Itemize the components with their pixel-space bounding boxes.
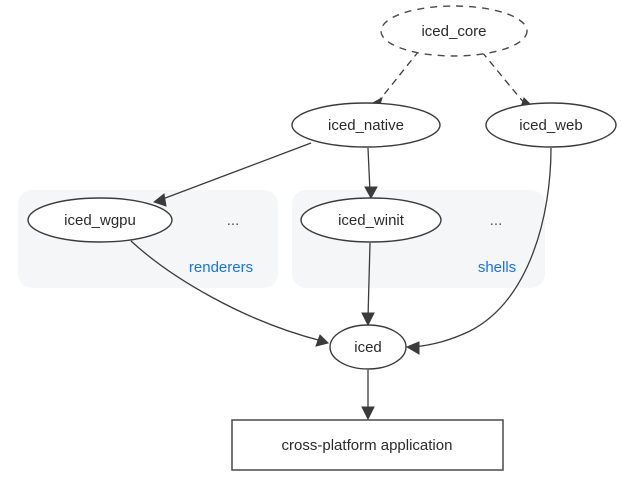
edge-iced-native-to-iced-winit [364,147,378,200]
edge-iced-to-application [361,370,375,421]
edge-iced-web-to-iced [405,147,552,355]
shells-ellipsis-label: ... [490,212,503,229]
edge-iced-wgpu-to-iced-arrow [315,334,329,347]
node-iced-ellipse[interactable] [329,324,407,370]
edge-iced-native-to-iced-wgpu-arrow [152,193,167,207]
cluster-shells-label: shells [478,259,516,276]
node-iced-web-ellipse[interactable] [485,102,617,148]
node-iced-core-ellipse[interactable] [380,5,528,57]
edge-iced-core-to-iced-web [481,51,532,111]
edge-iced-native-to-iced-winit-line [367,147,371,193]
edge-iced-native-to-iced-winit-arrow [364,186,378,200]
node-iced-native-ellipse[interactable] [291,102,441,148]
edge-iced-winit-to-iced [361,242,375,327]
node-iced-core[interactable]: iced_core [380,5,528,57]
node-iced[interactable]: iced [329,324,407,370]
edge-iced-web-to-iced-line [413,147,552,348]
edge-iced-core-to-iced-web-line [481,51,527,106]
edge-iced-native-to-iced-wgpu-line [159,142,312,201]
edge-iced-winit-to-iced-line [367,242,371,319]
edge-iced-core-to-iced-native-line [375,50,420,105]
edge-iced-to-application-arrow [361,406,375,421]
node-cross-platform-application-box[interactable] [231,419,504,471]
edge-iced-web-to-iced-arrow [405,341,420,355]
node-iced-winit[interactable]: iced_winit [300,197,442,243]
node-cross-platform-application[interactable]: cross-platform application [231,419,504,471]
edge-iced-core-to-iced-native [370,50,420,111]
node-iced-native[interactable]: iced_native [291,102,441,148]
edge-iced-native-to-iced-wgpu [152,142,312,207]
renderers-ellipsis-label: ... [227,212,240,229]
edge-iced-winit-to-iced-arrow [361,312,375,327]
cluster-renderers-label: renderers [189,259,253,276]
edge-iced-wgpu-to-iced [130,240,329,347]
edge-iced-wgpu-to-iced-line [130,240,323,342]
node-iced-web[interactable]: iced_web [485,102,617,148]
node-iced-wgpu[interactable]: iced_wgpu [27,197,173,243]
node-iced-wgpu-ellipse[interactable] [27,197,173,243]
node-iced-winit-ellipse[interactable] [300,197,442,243]
